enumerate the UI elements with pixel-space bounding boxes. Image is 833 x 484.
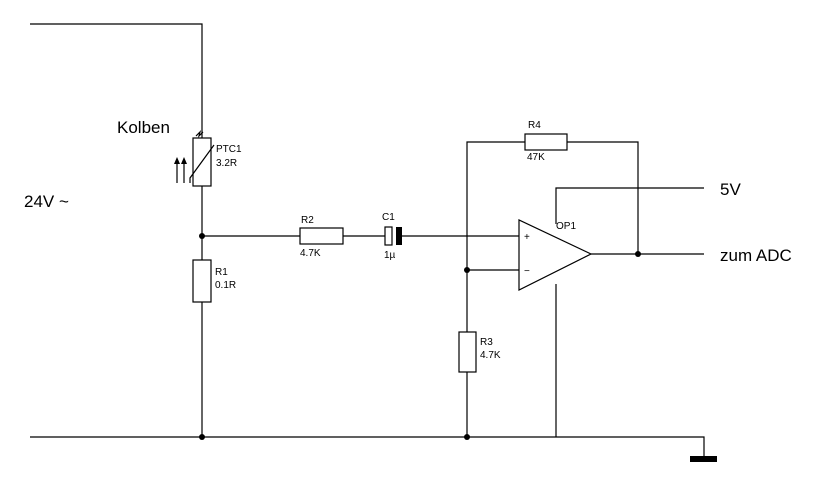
- op1-plus: +: [524, 232, 530, 243]
- ptc1-value: 3.2R: [216, 158, 237, 169]
- r2-name: R2: [301, 215, 314, 226]
- ptc1-slash: [189, 144, 215, 183]
- r3-body: [458, 331, 477, 373]
- wire-feedback-left: [466, 141, 525, 332]
- label-supply: 24V ~: [24, 192, 69, 211]
- op1-body: [518, 219, 593, 291]
- heat-arrow-1-head: [174, 157, 180, 164]
- ptc1-temp-mark: [195, 130, 204, 138]
- r1: R1 0.1R: [192, 259, 236, 303]
- wire-ground-bottom: [30, 436, 705, 456]
- wire-5v: [555, 187, 704, 224]
- r3-name: R3: [480, 337, 493, 348]
- wire-feedback-right: [567, 141, 639, 254]
- ptc1: PTC1 3.2R: [174, 130, 242, 187]
- r3-value: 4.7K: [480, 350, 501, 361]
- wire-supply-top: [30, 23, 203, 138]
- r2: R2 4.7K: [299, 215, 344, 259]
- r2-value: 4.7K: [300, 248, 321, 259]
- ground-symbol: [690, 456, 717, 462]
- op1-minus: −: [524, 266, 530, 277]
- label-adc: zum ADC: [720, 246, 792, 265]
- op1: OP1 + −: [518, 219, 593, 291]
- r1-value: 0.1R: [215, 280, 236, 291]
- r2-body: [299, 227, 344, 245]
- c1-plate-filled: [396, 227, 402, 245]
- r4-value: 47K: [527, 152, 545, 163]
- label-5v: 5V: [720, 180, 741, 199]
- junction-ptc-r1: [199, 233, 205, 239]
- r3: R3 4.7K: [458, 331, 501, 373]
- junction-gnd-r3: [464, 434, 470, 440]
- c1-plate-open: [384, 226, 393, 246]
- label-kolben: Kolben: [117, 118, 170, 137]
- r1-body: [192, 259, 212, 303]
- junction-gnd-r1: [199, 434, 205, 440]
- r1-name: R1: [215, 267, 228, 278]
- c1-value: 1µ: [384, 250, 396, 261]
- r4-name: R4: [528, 120, 541, 131]
- c1-name: C1: [382, 212, 395, 223]
- r4-body: [524, 133, 568, 151]
- wires: [30, 23, 705, 456]
- heat-arrow-2-head: [181, 157, 187, 164]
- r4: R4 47K: [524, 120, 568, 163]
- junctions: [199, 233, 641, 440]
- c1: C1 1µ: [382, 212, 402, 261]
- junction-output: [635, 251, 641, 257]
- op1-name: OP1: [556, 221, 576, 232]
- ptc1-name: PTC1: [216, 144, 242, 155]
- junction-minus: [464, 267, 470, 273]
